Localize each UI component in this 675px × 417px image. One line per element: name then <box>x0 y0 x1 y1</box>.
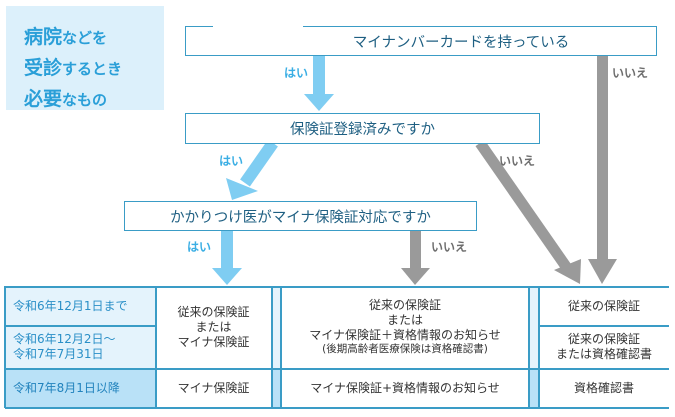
title-line-1: 病院などを <box>24 26 108 48</box>
table-border <box>280 286 282 408</box>
table-border <box>528 286 530 408</box>
q1-border-gap <box>213 25 303 29</box>
question-insurance-registered: 保険証登録済みですか <box>185 113 540 144</box>
separator-strip <box>529 369 538 407</box>
separator-strip <box>529 287 538 368</box>
label-q1-yes: はい <box>284 66 309 80</box>
arrow-q2-yes <box>226 139 278 200</box>
table-border <box>539 325 669 327</box>
arrow-q1-no <box>588 56 617 284</box>
label-q2-no: いいえ <box>499 154 536 168</box>
label-q3-yes: はい <box>187 240 212 254</box>
table-border <box>5 325 155 327</box>
label-q3-no: いいえ <box>431 240 468 254</box>
table-border <box>5 368 669 370</box>
label-q1-no: いいえ <box>612 66 649 80</box>
title-box: 病院などを 受診するとき 必要なもの <box>6 6 164 110</box>
table-border <box>5 286 669 288</box>
label-q2-yes: はい <box>219 154 244 168</box>
separator-strip <box>272 369 280 407</box>
col-yes-late: マイナ保険証 <box>177 380 250 395</box>
col-no-row3: 資格確認書 <box>573 380 634 395</box>
title-line-3: 必要なもの <box>24 88 108 110</box>
question-clinic-supports: かかりつけ医がマイナ保険証対応ですか <box>124 201 477 231</box>
question-mynumber-card-text: マイナンバーカードを持っている <box>352 34 570 51</box>
table-border <box>271 286 273 408</box>
arrow-q3-no <box>401 229 430 285</box>
question-mynumber-card: マイナンバーカードを持っている <box>185 26 657 56</box>
period-row-2: 令和6年12月2日～ 令和7年7月31日 <box>5 326 155 368</box>
period-row-1: 令和6年12月1日まで <box>5 287 155 325</box>
arrow-q2-no <box>475 139 581 284</box>
col-clinic-no-early: 従来の保険証 または マイナ保険証＋資格情報のお知らせ (後期高齢者医療保険は資… <box>309 298 501 356</box>
col-no-row2: 従来の保険証 または資格確認書 <box>555 332 652 361</box>
table-border <box>5 407 669 409</box>
col-clinic-no-late: マイナ保険証+資格情報のお知らせ <box>310 380 500 395</box>
table-border <box>4 286 6 408</box>
period-row-3: 令和7年8月1日以降 <box>5 369 155 407</box>
col-no-row1: 従来の保険証 <box>567 298 640 313</box>
title-line-2: 受診するとき <box>24 57 123 79</box>
arrow-q1-yes <box>304 56 334 111</box>
arrow-q3-yes <box>212 229 242 285</box>
separator-strip <box>272 287 280 368</box>
table-border <box>538 286 540 408</box>
col-yes-early: 従来の保険証 または マイナ保険証 <box>177 305 250 349</box>
table-border <box>155 286 157 408</box>
